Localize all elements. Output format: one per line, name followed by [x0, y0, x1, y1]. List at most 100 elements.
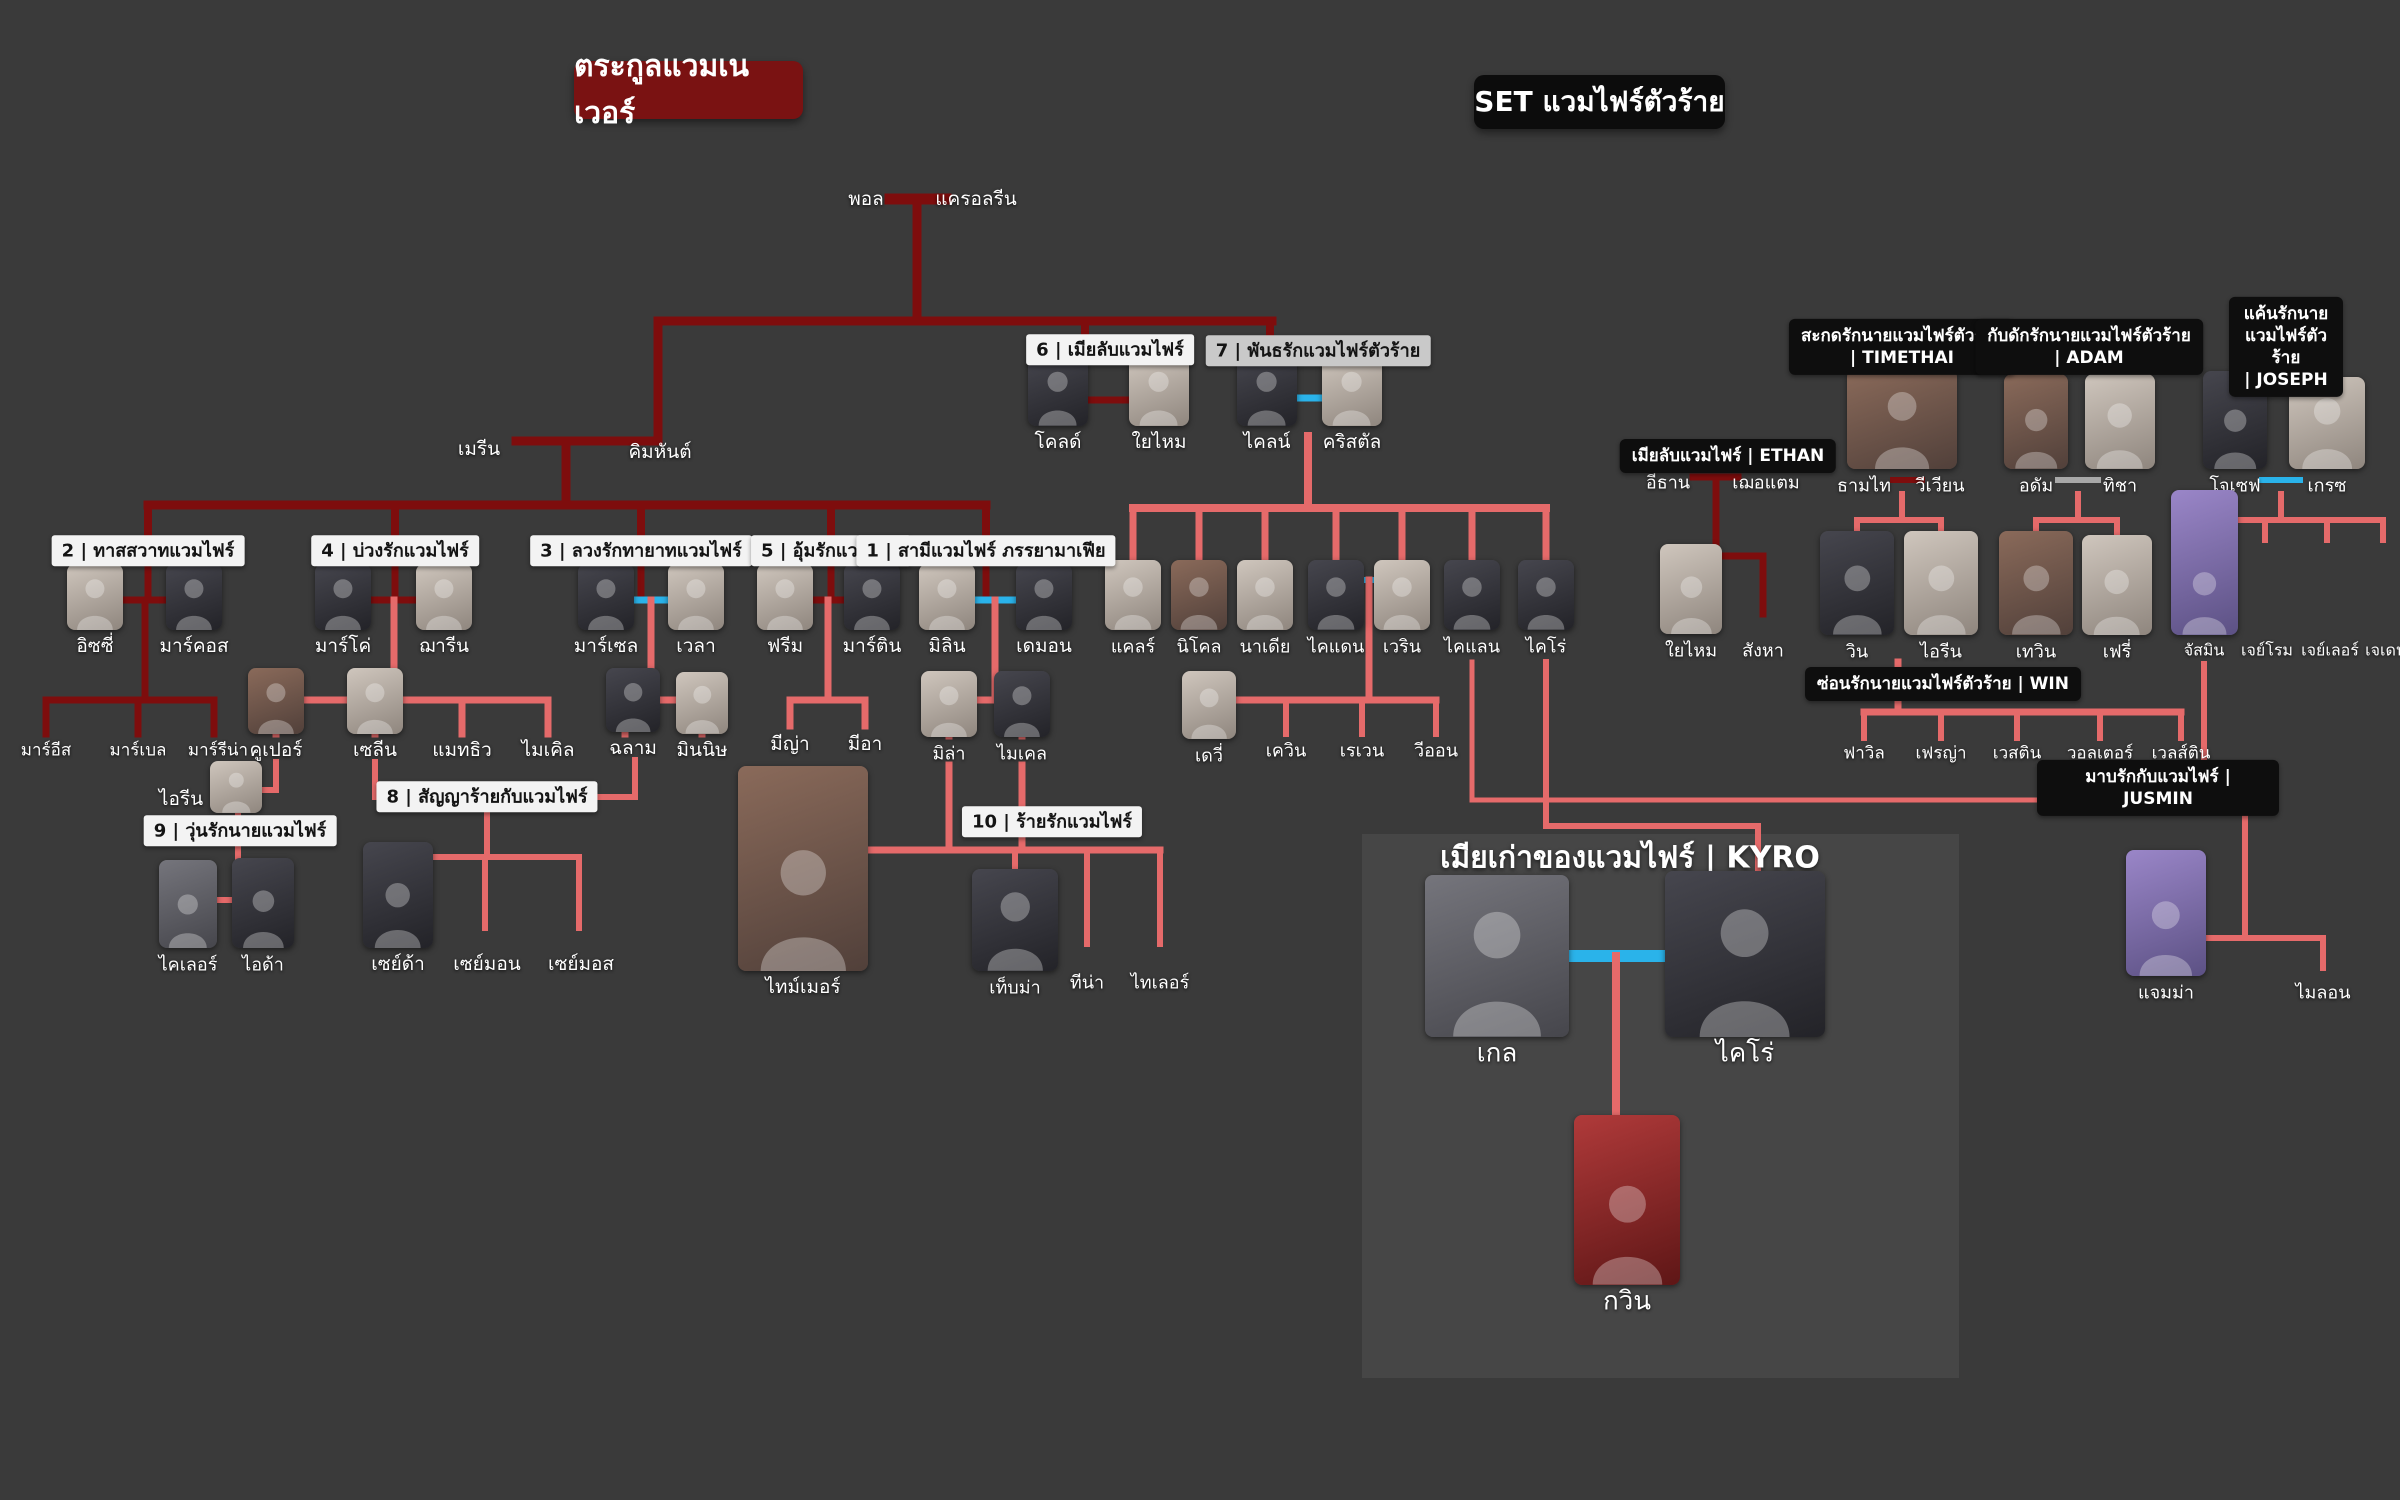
thamthai-portrait — [1847, 369, 1957, 469]
maikel-name: ไมเคล — [996, 743, 1048, 765]
thicha-portrait — [2085, 374, 2155, 469]
nicole-name: นิโคล — [1176, 636, 1222, 658]
grace-name: เกรซ — [2307, 475, 2347, 497]
wela-name: เวลา — [676, 635, 716, 657]
seida-portrait — [363, 842, 433, 948]
charin-name: ฌารีน — [418, 635, 470, 657]
win-portrait — [1820, 531, 1894, 635]
demon-portrait — [1016, 564, 1072, 630]
gawin-name: กวิน — [1602, 1286, 1652, 1317]
cold-portrait — [1028, 356, 1088, 426]
irene2-portrait — [1904, 531, 1978, 635]
yaimai2-portrait — [1660, 544, 1722, 634]
jasmine-name: จัสมิน — [2183, 640, 2225, 660]
merin-name: เมรีน — [457, 438, 501, 460]
kailan-portrait — [1444, 560, 1500, 630]
paul-name: พอล — [848, 188, 884, 210]
cold-name: โคลด์ — [1034, 431, 1082, 453]
book-badge-11: เมียลับแวมไฟร์ | ETHAN — [1619, 438, 1837, 474]
kyler-portrait — [159, 860, 217, 948]
freya-name: เฟรญ่า — [1915, 743, 1967, 764]
tyler-name: ไทเลอร์ — [1130, 972, 1190, 994]
crystal-name: คริสตัล — [1322, 431, 1382, 453]
yaimai-portrait — [1129, 356, 1189, 426]
temma-portrait — [972, 869, 1058, 971]
nadia-name: นาเดีย — [1239, 636, 1291, 658]
timer-name: ไทม์เมอร์ — [765, 976, 841, 998]
book-badge-15: ซ่อนรักนายแวมไฟร์ตัวร้าย | WIN — [1805, 666, 2081, 702]
book-badge-16: มาบรักกับแวมไฟร์ | JUSMIN — [2037, 759, 2279, 817]
maikel-portrait — [994, 671, 1050, 737]
set-title-badge: SET แวมไฟร์ตัวร้าย — [1474, 75, 1725, 129]
kyler-name: ไคเลอร์ — [158, 954, 218, 976]
seida-name: เซย์ด้า — [371, 953, 425, 975]
claire-name: แคลร์ — [1110, 636, 1156, 658]
kaidan-name: ไคแดน — [1307, 636, 1365, 658]
jayrome-name: เจย์โรม — [2241, 640, 2293, 660]
favil-name: ฟาวิล — [1843, 743, 1885, 764]
tina-name: ทีน่า — [1069, 972, 1105, 994]
book-badge-3: 3 | ลวงรักทายาทแวมไฟร์ — [530, 535, 752, 567]
milon-name: ไมลอน — [2295, 982, 2351, 1004]
werin-portrait — [1374, 560, 1430, 630]
timer-portrait — [738, 766, 868, 971]
charin-portrait — [416, 564, 472, 630]
irene-portrait — [210, 761, 262, 813]
marcos-portrait — [166, 564, 222, 630]
nadia-portrait — [1237, 560, 1293, 630]
davy-name: เดวี่ — [1195, 745, 1223, 767]
book-badge-13: กับดักรักนายแวมไฟร์ตัวร้าย | ADAM — [1975, 318, 2203, 376]
westin-name: เวสติน — [1992, 743, 2042, 764]
tewin-name: เทวิน — [2015, 641, 2057, 663]
book-badge-9: 9 | วุ่นรักนายแวมไฟร์ — [143, 815, 337, 847]
mia-name: มีอา — [847, 733, 883, 755]
davy-portrait — [1182, 671, 1236, 739]
celine-portrait — [347, 668, 403, 734]
book-badge-8: 8 | สัญญาร้ายกับแวมไฟร์ — [376, 781, 598, 813]
chalam-portrait — [606, 668, 660, 732]
aida-portrait — [232, 858, 294, 948]
milin-portrait — [919, 564, 975, 630]
jamma-name: แจมม่า — [2138, 982, 2194, 1004]
gail-portrait — [1425, 875, 1569, 1037]
win-name: วิน — [1845, 641, 1869, 663]
temma-name: เท็บม่า — [989, 977, 1041, 999]
kevin-name: เควิน — [1265, 740, 1307, 762]
ferry-portrait — [2082, 535, 2152, 635]
book-badge-7: 7 | พันธรักแวมไฟร์ตัวร้าย — [1205, 335, 1431, 367]
michael-name: ไมเคิล — [521, 739, 575, 761]
family-title-badge: ตระกูลแวมเนเวอร์ — [574, 49, 803, 131]
kyro2-name: ไคโร่ — [1715, 1038, 1775, 1069]
minnis-name: มินนิษ — [676, 739, 728, 761]
milin-name: มิลิน — [928, 635, 966, 657]
cheratam-name: เฌอแตม — [1732, 472, 1800, 494]
book-badge-1: 2 | ทาสสวาทแวมไฟร์ — [51, 535, 245, 567]
seimon-name: เซย์มอน — [453, 953, 521, 975]
klein-portrait — [1237, 356, 1297, 426]
cooper-portrait — [248, 668, 304, 734]
yaimai2-name: ใยไหม — [1664, 640, 1718, 662]
cooper-name: คูเปอร์ — [249, 739, 303, 761]
kyro-section-title: เมียเก่าของแวมไฟร์ | KYRO — [1440, 840, 1820, 876]
mila-name: มิล่า — [932, 743, 966, 765]
claire-portrait — [1105, 560, 1161, 630]
izzy-portrait — [67, 564, 123, 630]
carolreen-name: แครอลรีน — [935, 188, 1017, 210]
crystal-portrait — [1322, 356, 1382, 426]
seimos-name: เซย์มอส — [547, 953, 615, 975]
minnis-portrait — [676, 672, 728, 734]
marrina-name: มาร์รีน่า — [187, 740, 249, 761]
martin-portrait — [844, 564, 900, 630]
gawin-portrait — [1574, 1115, 1680, 1285]
kimhan-name: คิมหันต์ — [628, 441, 692, 463]
kailan-name: ไคแลน — [1443, 636, 1501, 658]
mila-portrait — [921, 671, 977, 737]
kairo-portrait — [1518, 560, 1574, 630]
adam-portrait — [2004, 374, 2068, 469]
tewin-portrait — [1999, 531, 2073, 635]
book-badge-6: 6 | เมียลับแวมไฟร์ — [1026, 334, 1194, 366]
kaidan-portrait — [1308, 560, 1364, 630]
marcos-name: มาร์คอส — [159, 635, 229, 657]
thicha-name: ทิชา — [2102, 475, 2138, 497]
